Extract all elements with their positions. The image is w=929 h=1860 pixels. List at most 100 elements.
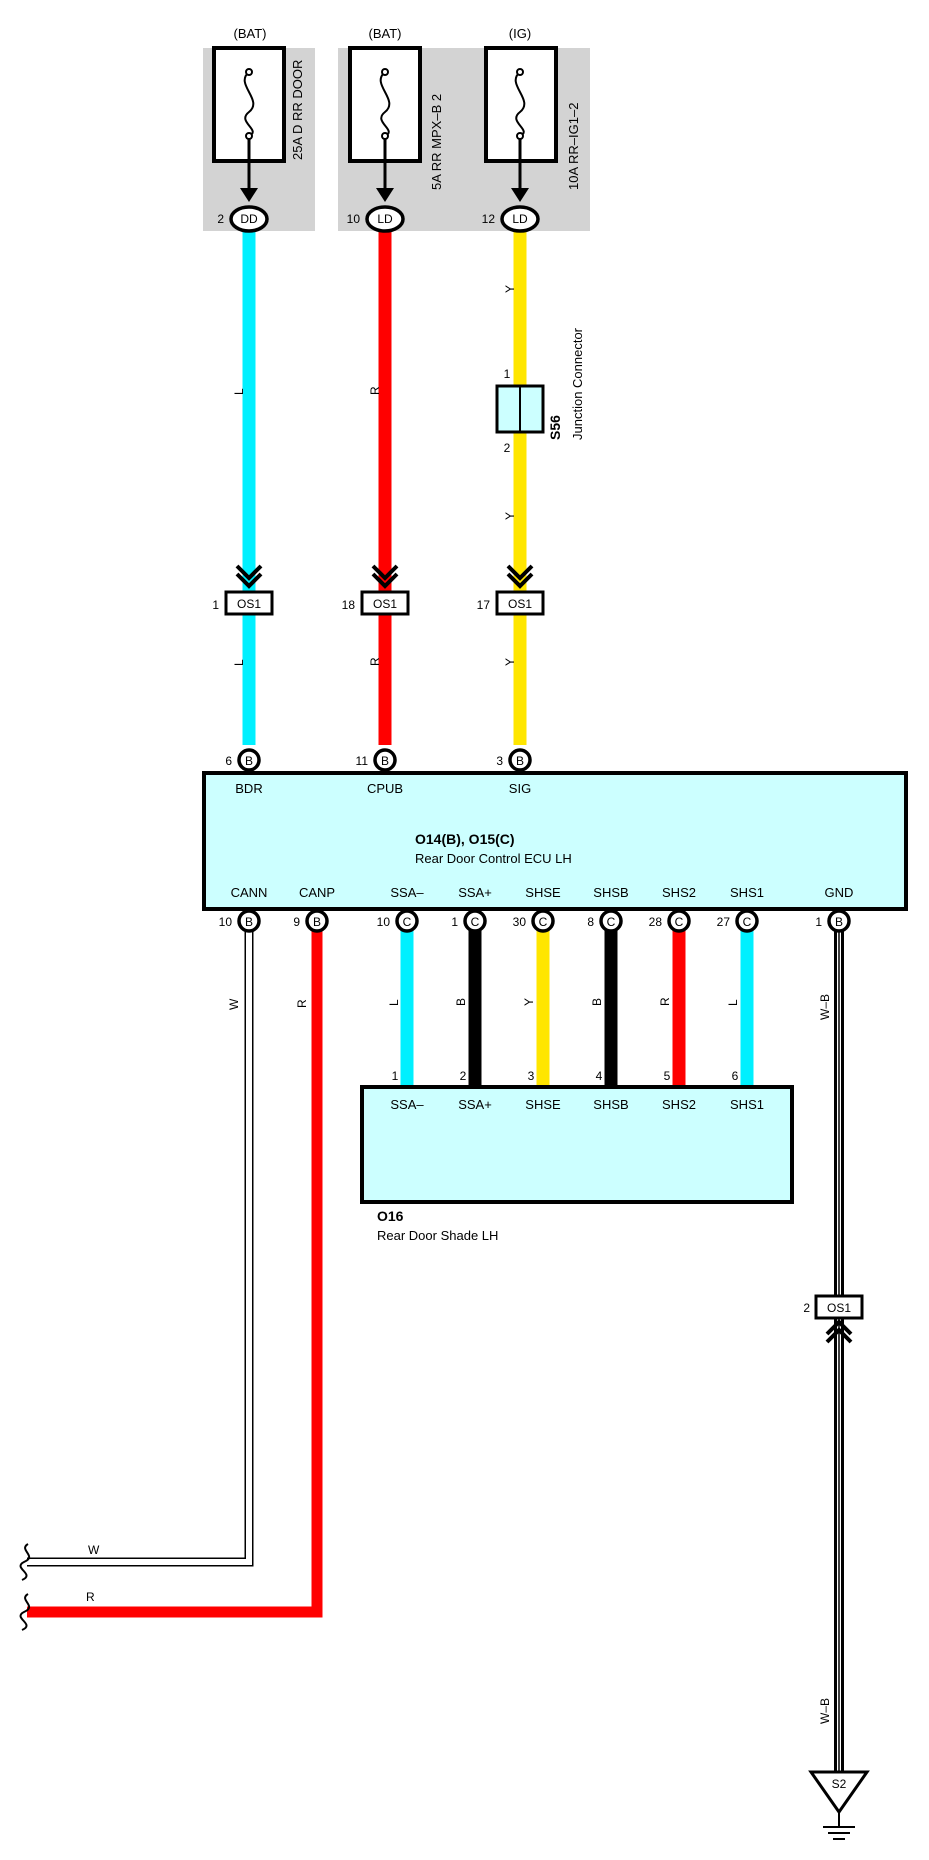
wire-label: B (590, 998, 604, 1006)
svg-text:OS1: OS1 (237, 597, 261, 611)
svg-text:27: 27 (717, 915, 731, 929)
wire-label: R (295, 999, 309, 1008)
ecu-bottom-pin-shs2: SHS2 28 C (649, 885, 696, 933)
ecu-name: Rear Door Control ECU LH (415, 851, 572, 866)
shade-pin-num: 1 (392, 1069, 399, 1083)
fuse-3-label: 10A RR–IG1–2 (566, 103, 581, 190)
inline-connector-os1-3: 17 OS1 (477, 564, 545, 616)
wire-label: L (232, 388, 246, 395)
shade-pin-name: SSA+ (458, 1097, 492, 1112)
svg-text:C: C (403, 915, 412, 929)
svg-text:12: 12 (482, 212, 496, 226)
fuse-2-label: 5A RR MPX–B 2 (429, 94, 444, 190)
svg-text:OS1: OS1 (373, 597, 397, 611)
shade-pin-num: 2 (460, 1069, 467, 1083)
svg-text:C: C (743, 915, 752, 929)
ecu-top-pin-sig: 3 B SIG (496, 748, 532, 796)
wire-label: L (387, 999, 401, 1006)
fuse-2: (BAT) 5A RR MPX–B 2 (348, 26, 444, 202)
junction-connector-s56: 1 2 S56 Junction Connector (495, 327, 585, 455)
svg-text:30: 30 (513, 915, 527, 929)
svg-text:10: 10 (219, 915, 233, 929)
svg-text:C: C (471, 915, 480, 929)
svg-text:OS1: OS1 (508, 597, 532, 611)
shade-pin-num: 6 (732, 1069, 739, 1083)
inline-connector-os1-1: 1 OS1 (212, 564, 274, 616)
wire-break-icon (19, 1593, 31, 1631)
wire-label: B (454, 998, 468, 1006)
svg-text:B: B (381, 754, 389, 768)
wire-label: R (368, 386, 382, 395)
svg-text:8: 8 (587, 915, 594, 929)
fuse-3-connector: 12 LD (482, 205, 540, 233)
wire-label: Y (503, 512, 517, 520)
wire-r-can (27, 930, 323, 1618)
fuse-1-source: (BAT) (234, 26, 267, 41)
fuse-3: (IG) 10A RR–IG1–2 (484, 26, 581, 202)
svg-text:LD: LD (512, 212, 528, 226)
shade-code: O16 (377, 1208, 404, 1224)
svg-text:LD: LD (377, 212, 393, 226)
wire-break-icon (19, 1543, 31, 1581)
fuse-icon (514, 71, 526, 137)
wire-label: Y (503, 658, 517, 666)
ecu-bottom-pin-shse: SHSE 30 C (513, 885, 561, 933)
svg-text:DD: DD (240, 212, 258, 226)
ecu-code: O14(B), O15(C) (415, 831, 515, 847)
wire-label: R (658, 997, 672, 1006)
shade-pin-num: 4 (596, 1069, 603, 1083)
fuse-1-connector: 2 DD (217, 205, 269, 233)
ecu-bottom-pin-shs1: SHS1 27 C (717, 885, 764, 933)
shade-box (360, 1085, 794, 1204)
wire-w-can (27, 930, 252, 1565)
wire-label: W–B (818, 994, 832, 1020)
shade-pin-name: SHS1 (730, 1097, 764, 1112)
svg-text:2: 2 (803, 1301, 810, 1315)
svg-text:SHSE: SHSE (525, 885, 561, 900)
svg-text:C: C (539, 915, 548, 929)
fuse-1: (BAT) 25A D RR DOOR (212, 26, 305, 202)
svg-text:B: B (313, 915, 321, 929)
junction-name: S56 (547, 415, 563, 440)
svg-text:1: 1 (451, 915, 458, 929)
wire-w-can-outline (27, 930, 254, 1567)
ground-icon (808, 1770, 870, 1815)
shade-pin-name: SSA– (390, 1097, 424, 1112)
svg-text:1: 1 (212, 598, 219, 612)
svg-text:1: 1 (504, 367, 511, 381)
wire-label: L (232, 659, 246, 666)
svg-text:SSA–: SSA– (390, 885, 424, 900)
svg-text:2: 2 (504, 441, 511, 455)
wire-label: W–B (818, 1698, 832, 1724)
svg-text:C: C (675, 915, 684, 929)
wire-label: R (368, 657, 382, 666)
wire-label: R (86, 1590, 95, 1604)
svg-text:CANP: CANP (299, 885, 335, 900)
wire-label: W (88, 1543, 100, 1557)
ecu-bottom-pin-ssa-minus: SSA– 10 C (377, 885, 424, 933)
svg-text:11: 11 (356, 754, 369, 768)
wire-label: Y (522, 998, 536, 1006)
svg-text:CANN: CANN (231, 885, 268, 900)
ecu-bottom-pin-gnd: GND 1 B (815, 885, 854, 933)
svg-text:SHSB: SHSB (593, 885, 628, 900)
junction-desc: Junction Connector (570, 327, 585, 440)
svg-text:2: 2 (217, 212, 224, 226)
svg-text:17: 17 (477, 598, 491, 612)
ecu-bottom-pin-ssa-plus: SSA+ 1 C (451, 885, 492, 933)
ecu-top-pin-bdr: 6 B BDR (225, 748, 263, 796)
svg-text:1: 1 (815, 915, 822, 929)
shade-name: Rear Door Shade LH (377, 1228, 498, 1243)
wire-label: Y (503, 285, 517, 293)
svg-text:GND: GND (825, 885, 854, 900)
shade-pin-num: 3 (528, 1069, 535, 1083)
svg-text:B: B (835, 915, 843, 929)
svg-text:9: 9 (293, 915, 300, 929)
svg-text:SSA+: SSA+ (458, 885, 492, 900)
svg-text:BDR: BDR (235, 781, 262, 796)
svg-text:SHS2: SHS2 (662, 885, 696, 900)
svg-text:B: B (245, 754, 253, 768)
inline-connector-os1-gnd: 2 OS1 (803, 1294, 864, 1344)
ecu-bottom-pin-canp: CANP 9 B (293, 885, 335, 933)
